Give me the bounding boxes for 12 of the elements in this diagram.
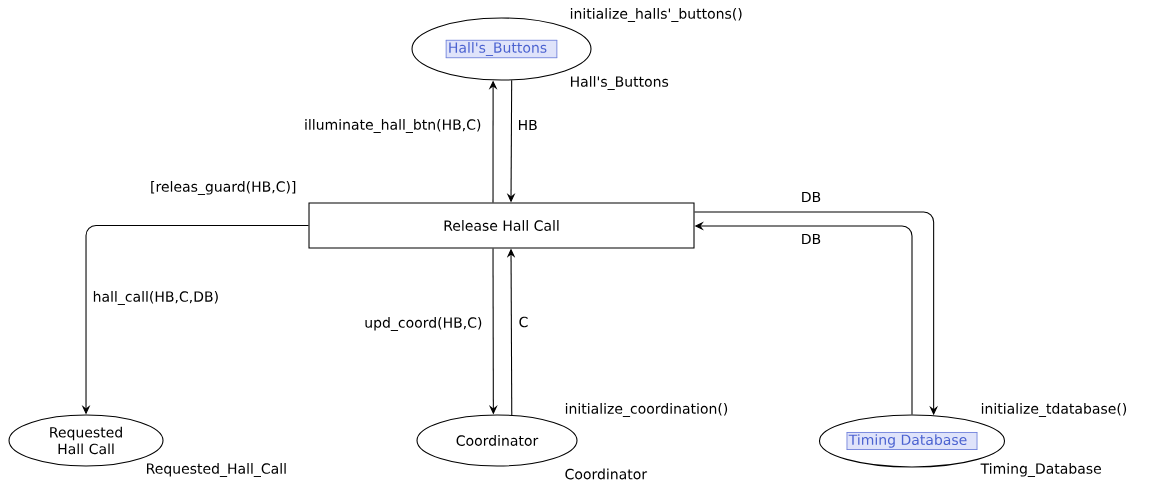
edge-label: hall_call(HB,C,DB)	[91, 289, 221, 307]
annotation-label: initialize_tdatabase()	[981, 403, 1127, 417]
annotation-label: [releas_guard(HB,C)]	[151, 181, 296, 195]
edge-label: illuminate_hall_btn(HB,C)	[302, 117, 483, 135]
edge-label: C	[517, 315, 530, 329]
edge-label: DB	[799, 232, 823, 246]
edge-label: DB	[799, 190, 823, 204]
transition-box: Release Hall Call	[308, 202, 695, 249]
annotation-label: Coordinator	[565, 468, 648, 480]
annotation-label: initialize_coordination()	[565, 403, 728, 417]
edge-label: upd_coord(HB,C)	[362, 315, 484, 333]
edge-label: HB	[516, 118, 540, 132]
